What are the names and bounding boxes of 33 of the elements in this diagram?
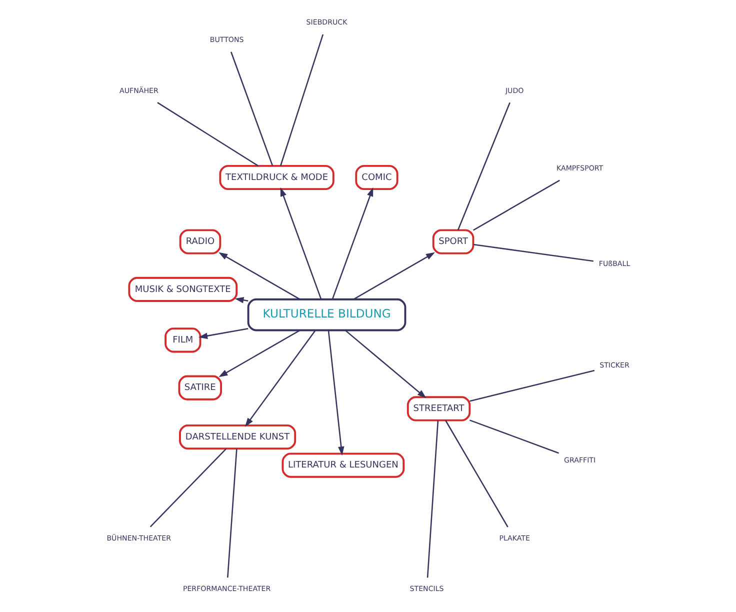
arrow (344, 330, 426, 398)
node-box: SATIRE (178, 375, 222, 400)
node-box: RADIO (178, 229, 221, 254)
node-box: LITERATUR & LESUNGEN (281, 452, 404, 478)
node-box: STREETART (406, 396, 470, 422)
connector (426, 420, 438, 578)
connector (149, 448, 226, 528)
node-box: FILM (164, 328, 201, 353)
connector (456, 102, 510, 230)
connector (156, 102, 258, 166)
arrow (218, 252, 300, 300)
arrow (280, 187, 322, 300)
node-box: MUSIK & SONGTEXTE (128, 276, 238, 302)
connector (226, 448, 237, 578)
node-box: COMIC (354, 164, 398, 190)
arrow (327, 330, 344, 456)
node-box: KULTURELLE BILDUNG (246, 298, 406, 332)
connector (279, 34, 324, 166)
connector (444, 420, 508, 528)
node-box: DARSTELLENDE KUNST (178, 424, 296, 450)
arrow (352, 252, 435, 300)
arrow (218, 330, 300, 378)
arrow (244, 330, 316, 427)
connector (472, 180, 560, 231)
connector (469, 370, 594, 402)
connector (472, 244, 593, 262)
arrow (198, 328, 248, 339)
connector (230, 52, 273, 166)
arrow (331, 187, 373, 300)
arrow (234, 297, 248, 304)
node-box: SPORT (432, 229, 474, 254)
connector (469, 420, 558, 454)
node-box: TEXTILDRUCK & MODE (218, 164, 334, 190)
